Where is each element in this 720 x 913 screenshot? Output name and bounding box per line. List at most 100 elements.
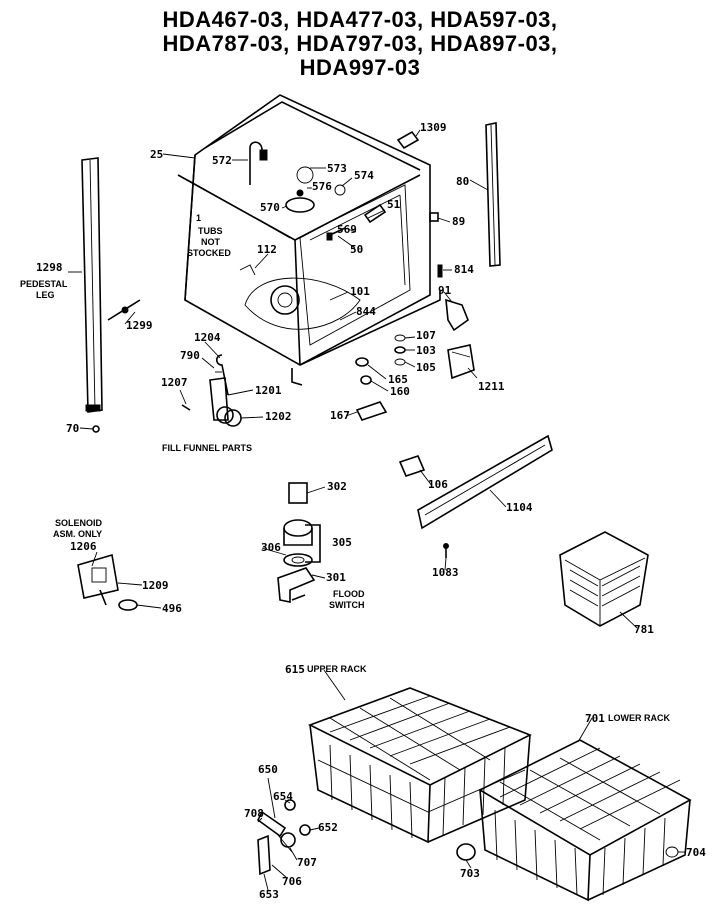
callout-1299: 1299: [126, 319, 153, 332]
callout-1207: 1207: [161, 376, 188, 389]
callout-790: 790: [180, 349, 200, 362]
clip-106: [398, 455, 426, 477]
callout-844: 844: [356, 305, 376, 318]
callout-1083: 1083: [432, 566, 459, 579]
callout-654: 654: [273, 790, 293, 803]
upper-rack-615: [307, 687, 532, 844]
callout-708: 708: [244, 807, 264, 820]
callout-103: 103: [416, 344, 436, 357]
washers-107-103-105: [394, 334, 406, 366]
callout-653: 653: [259, 888, 279, 901]
callout-650: 650: [258, 763, 278, 776]
pedestal-leg-1298: [81, 157, 103, 433]
callout-302: 302: [327, 480, 347, 493]
callout-165: 165: [388, 373, 408, 386]
callout-576: 576: [312, 180, 332, 193]
callout-25: 25: [150, 148, 164, 161]
bracket-91: [445, 298, 469, 332]
callout-652: 652: [318, 821, 338, 834]
callout-1206: 1206: [70, 540, 97, 553]
callout-1204: 1204: [194, 331, 221, 344]
tub-sump-area: [244, 277, 361, 330]
callout-305: 305: [332, 536, 352, 549]
callout-574: 574: [354, 169, 374, 182]
callout-569: 569: [337, 223, 357, 236]
lower-rack-701: [478, 739, 692, 902]
fill-funnel-parts-caption: FILL FUNNEL PARTS: [162, 443, 252, 453]
tubs-note-marker: 1: [196, 213, 202, 223]
callout-101: 101: [350, 285, 370, 298]
callout-1202: 1202: [265, 410, 292, 423]
wheel-704: [665, 846, 679, 858]
rack-roller-parts: [256, 799, 311, 876]
callout-112: 112: [257, 243, 277, 256]
model-list-line-1: HDA467-03, HDA477-03, HDA597-03,: [162, 7, 558, 32]
callout-160: 160: [390, 385, 410, 398]
callout-814: 814: [454, 263, 474, 276]
screw-1299: [107, 299, 141, 321]
pedestal-leg-caption-2: LEG: [36, 290, 55, 300]
callout-106: 106: [428, 478, 448, 491]
callout-570: 570: [260, 201, 280, 214]
callout-704: 704: [686, 846, 706, 859]
solenoid-assembly-1206: [77, 553, 119, 606]
side-rail-80: [485, 122, 501, 267]
callout-105: 105: [416, 361, 436, 374]
callout-1104: 1104: [506, 501, 533, 514]
flood-switch-caption-1: FLOOD: [333, 589, 365, 599]
model-list-line-3: HDA997-03: [299, 55, 421, 80]
solenoid-caption-2: ASM. ONLY: [53, 529, 103, 539]
callout-1211: 1211: [478, 380, 505, 393]
bracket-1309: [396, 130, 420, 150]
tubs-note-line-3: STOCKED: [187, 248, 231, 258]
screw-1083: [443, 543, 449, 558]
callout-51: 51: [387, 198, 401, 211]
callout-1298: 1298: [36, 261, 63, 274]
flood-switch-caption-2: SWITCH: [329, 600, 365, 610]
water-inlet-572: [249, 141, 268, 185]
part-496: [118, 599, 138, 611]
model-list-line-2: HDA787-03, HDA797-03, HDA897-03,: [162, 31, 558, 56]
callout-167: 167: [330, 409, 350, 422]
callout-707: 707: [297, 856, 317, 869]
tubs-note-line-2: NOT: [201, 237, 220, 247]
bracket-167: [355, 401, 388, 421]
callout-91: 91: [438, 284, 452, 297]
pedestal-leg-caption-1: PEDESTAL: [20, 279, 68, 289]
part-89: [429, 212, 439, 222]
callout-572: 572: [212, 154, 232, 167]
parts-165-160: [355, 357, 372, 385]
upper-rack-caption: UPPER RACK: [307, 664, 367, 674]
flood-switch-stack: [277, 482, 321, 603]
callout-781: 781: [634, 623, 654, 636]
callout-703: 703: [460, 867, 480, 880]
callout-107: 107: [416, 329, 436, 342]
wheel-703: [456, 843, 476, 861]
bracket-1211: [447, 344, 475, 380]
callout-70: 70: [66, 422, 80, 435]
callout-306: 306: [261, 541, 281, 554]
callout-573: 573: [327, 162, 347, 175]
callout-80: 80: [456, 175, 470, 188]
callout-leader-lines: [68, 129, 685, 891]
callout-496: 496: [162, 602, 182, 615]
callout-701: 701: [585, 712, 605, 725]
dishwasher-tub: [177, 94, 441, 386]
silverware-basket-781: [559, 531, 649, 627]
callout-706: 706: [282, 875, 302, 888]
tubs-note-line-1: TUBS: [198, 226, 223, 236]
callout-50: 50: [350, 243, 364, 256]
callout-1201: 1201: [255, 384, 282, 397]
rail-1104: [417, 434, 553, 530]
callout-1209: 1209: [142, 579, 169, 592]
callout-1309: 1309: [420, 121, 447, 134]
callout-615: 615: [285, 663, 305, 676]
fill-funnel-parts: [181, 354, 242, 427]
callout-89: 89: [452, 215, 466, 228]
callout-301: 301: [326, 571, 346, 584]
solenoid-caption-1: SOLENOID: [55, 518, 103, 528]
lower-rack-caption: LOWER RACK: [608, 713, 670, 723]
part-814: [437, 264, 443, 278]
